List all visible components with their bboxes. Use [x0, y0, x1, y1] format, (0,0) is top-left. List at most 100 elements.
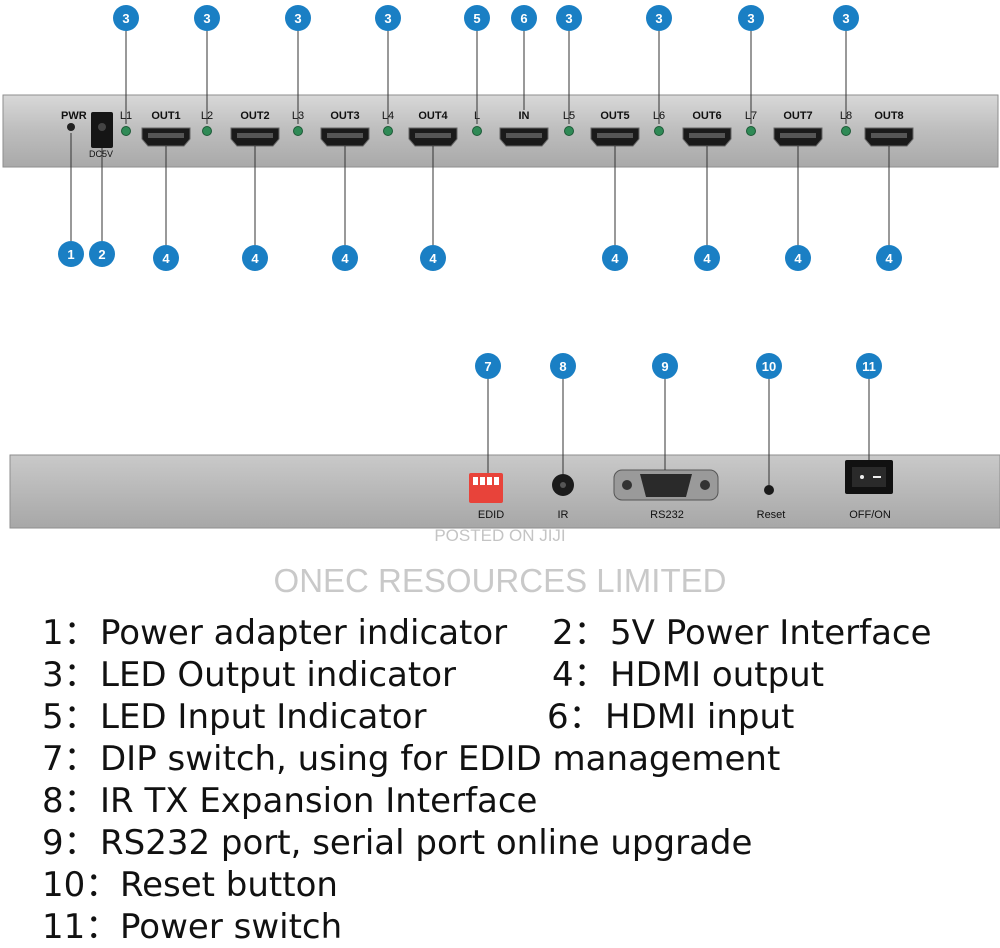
led-0	[121, 126, 131, 136]
legend: 1：Power adapter indicator 2：5V Power Inte…	[42, 612, 992, 948]
callout-circle	[285, 5, 311, 31]
port-label: OUT8	[874, 110, 903, 122]
rear-label-0: EDID	[478, 509, 504, 521]
legend-text: Power adapter indicator	[100, 613, 508, 653]
callout-circle	[694, 245, 720, 271]
callout-number: 4	[703, 251, 711, 266]
hdmi-port-4[interactable]	[499, 127, 549, 147]
callout-circle	[856, 353, 882, 379]
legend-text: RS232 port, serial port online upgrade	[100, 823, 753, 863]
legend-text: LED Input Indicator	[100, 697, 427, 737]
led-3	[383, 126, 393, 136]
callout-circle	[420, 245, 446, 271]
legend-text: Power switch	[120, 907, 343, 947]
hdmi-port-8[interactable]	[864, 127, 914, 147]
callout-bottom-6: 4	[602, 245, 628, 271]
dip-switch[interactable]	[469, 473, 503, 503]
watermark-posted: POSTED ON JIJI	[434, 526, 566, 545]
dc-power-jack-hole	[98, 123, 106, 131]
callout-top-2: 3	[285, 5, 311, 31]
callout-number: 9	[661, 359, 668, 374]
watermark-company: ONEC RESOURCES LIMITED	[273, 562, 727, 599]
callout-number: 3	[384, 11, 391, 26]
legend-text: IR TX Expansion Interface	[100, 781, 538, 821]
hdmi-port-5[interactable]	[590, 127, 640, 147]
callout-bottom-1: 2	[89, 241, 115, 267]
callout-number: 5	[473, 11, 480, 26]
callout-number: 3	[747, 11, 754, 26]
callout-number: 3	[203, 11, 210, 26]
legend-number: 1：	[42, 613, 98, 653]
callout-top-1: 3	[194, 5, 220, 31]
legend-number: 5：	[42, 697, 98, 737]
callout-top-5: 6	[511, 5, 537, 31]
callout-circle	[153, 245, 179, 271]
port-label: OUT6	[692, 110, 721, 122]
legend-number: 11：	[42, 907, 120, 947]
power-switch[interactable]	[845, 460, 893, 494]
hdmi-port-7[interactable]	[773, 127, 823, 147]
callout-circle	[556, 5, 582, 31]
callout-number: 4	[429, 251, 437, 266]
callout-top-6: 3	[556, 5, 582, 31]
callout-top-7: 3	[646, 5, 672, 31]
callout-circle	[833, 5, 859, 31]
callout-number: 4	[341, 251, 349, 266]
legend-number: 3：	[42, 655, 98, 695]
led-7	[746, 126, 756, 136]
port-label: OUT5	[600, 110, 629, 122]
legend-text: DIP switch, using for EDID management	[100, 739, 781, 779]
callout-top-9: 3	[833, 5, 859, 31]
hdmi-port-2[interactable]	[320, 127, 370, 147]
reset-button[interactable]	[764, 485, 774, 495]
port-label: OUT7	[783, 110, 812, 122]
rear-label-4: OFF/ON	[849, 509, 891, 521]
callout-number: 4	[251, 251, 259, 266]
callout-number: 2	[98, 247, 105, 262]
callout-rear-3: 10	[756, 353, 782, 379]
callout-circle	[194, 5, 220, 31]
led-1	[202, 126, 212, 136]
callout-circle	[511, 5, 537, 31]
callout-bottom-7: 4	[694, 245, 720, 271]
hdmi-port-6[interactable]	[682, 127, 732, 147]
rs232-port[interactable]	[613, 469, 719, 501]
callout-number: 3	[294, 11, 301, 26]
hdmi-port-3[interactable]	[408, 127, 458, 147]
callout-circle	[89, 241, 115, 267]
callout-bottom-5: 4	[420, 245, 446, 271]
callout-rear-0: 7	[475, 353, 501, 379]
callout-bottom-9: 4	[876, 245, 902, 271]
callout-rear-2: 9	[652, 353, 678, 379]
callout-number: 6	[520, 11, 527, 26]
rear-label-3: Reset	[757, 509, 786, 521]
callout-circle	[375, 5, 401, 31]
hdmi-port-0[interactable]	[141, 127, 191, 147]
callout-number: 4	[794, 251, 802, 266]
port-label: OUT4	[418, 110, 448, 122]
port-label: IN	[519, 110, 530, 122]
legend-text: HDMI input	[605, 697, 795, 737]
callout-bottom-8: 4	[785, 245, 811, 271]
callout-circle	[464, 5, 490, 31]
legend-row: 5：LED Input Indicator 6：HDMI input	[42, 696, 992, 738]
legend-row: 9：RS232 port, serial port online upgrade	[42, 822, 992, 864]
callout-circle	[602, 245, 628, 271]
port-label: OUT1	[151, 110, 180, 122]
legend-text: 5V Power Interface	[610, 613, 932, 653]
legend-number: 8：	[42, 781, 98, 821]
legend-number: 2：	[552, 613, 608, 653]
callout-number: 4	[162, 251, 170, 266]
callout-number: 4	[611, 251, 619, 266]
hdmi-port-1[interactable]	[230, 127, 280, 147]
led-4	[472, 126, 482, 136]
callout-circle	[332, 245, 358, 271]
rear-label-2: RS232	[650, 509, 684, 521]
legend-number: 6：	[547, 697, 603, 737]
callout-bottom-3: 4	[242, 245, 268, 271]
legend-number: 10：	[42, 865, 120, 905]
